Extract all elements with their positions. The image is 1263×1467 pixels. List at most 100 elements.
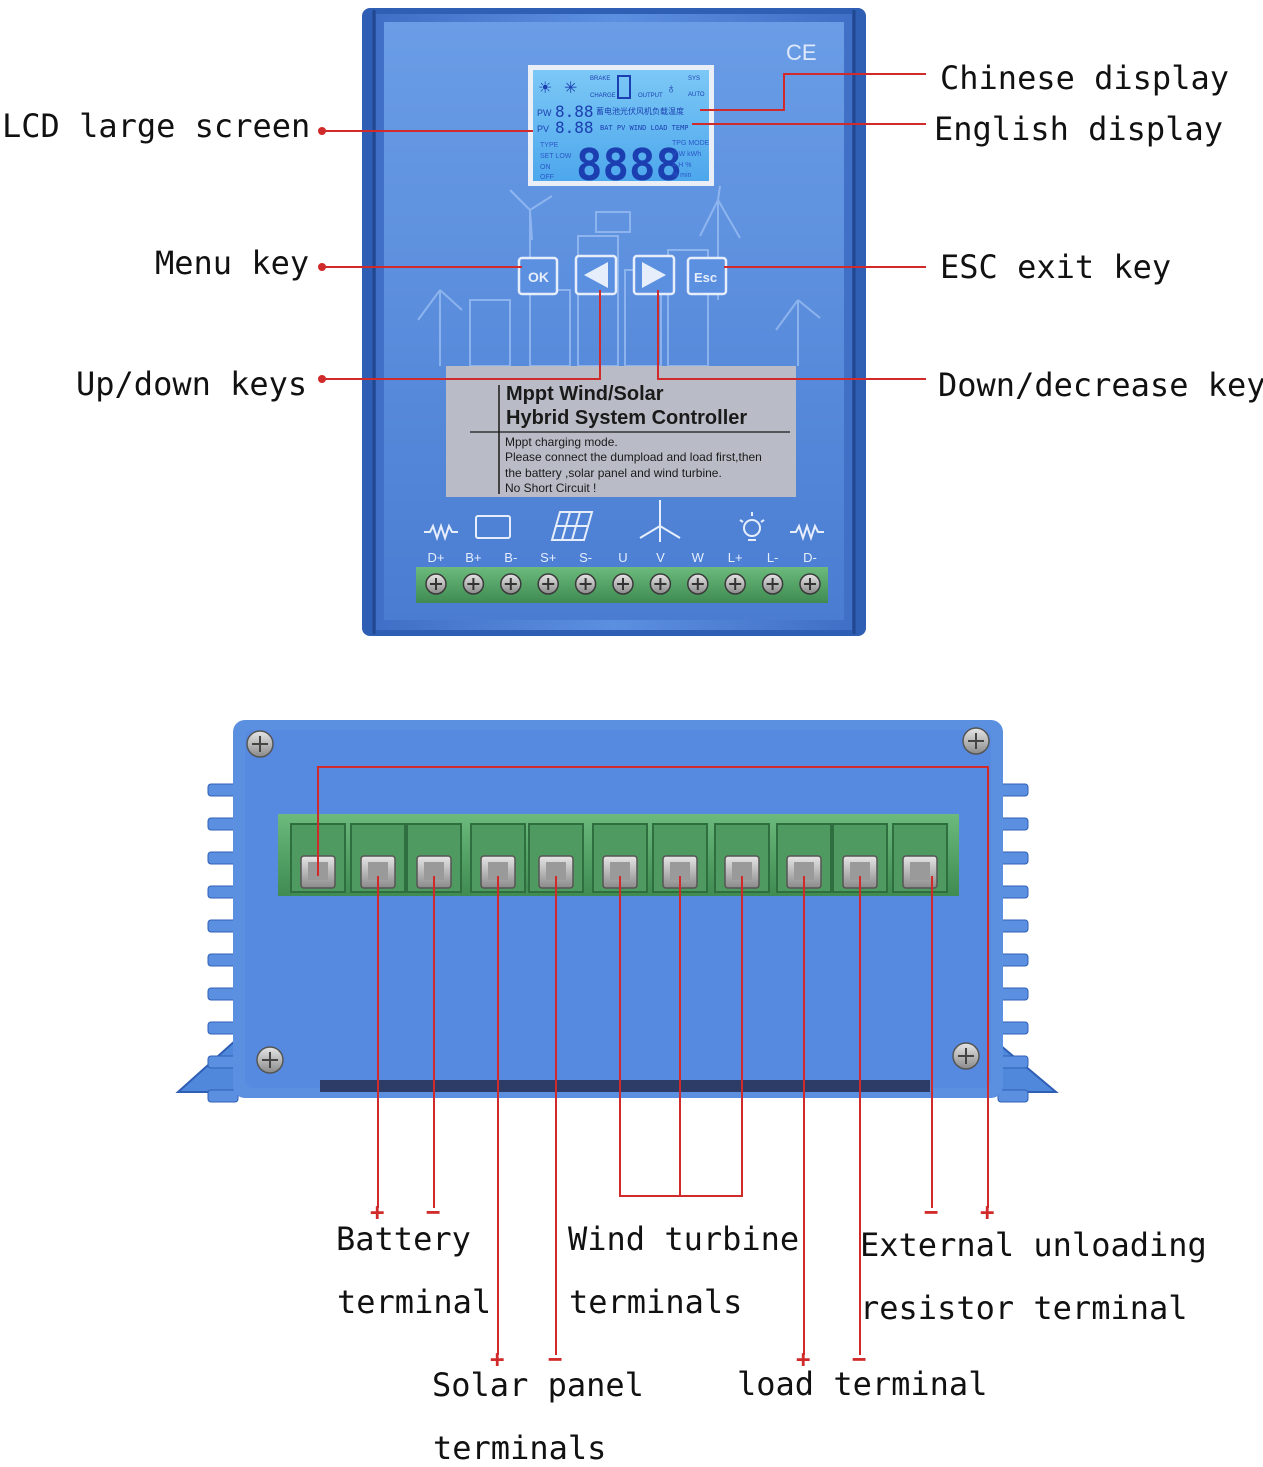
terminal-label-0: D+	[428, 550, 445, 565]
wind-turbine-icon	[639, 500, 681, 542]
sign-load-plus: +	[796, 1345, 810, 1373]
sign-solar-minus: −	[548, 1345, 562, 1373]
lcd-big-digits: 8888	[576, 140, 682, 191]
lcd-side-left-2: ON	[540, 164, 551, 171]
left-key[interactable]	[574, 254, 618, 296]
left-triangle-icon	[584, 262, 608, 288]
label-down-decrease-key: Down/decrease key	[938, 366, 1263, 404]
lcd-label-brake: BRAKE	[590, 76, 610, 82]
terminal-screw-6	[649, 573, 672, 595]
lcd-chinese-row: 蓄电池光伏风机负载温度	[596, 106, 684, 116]
lcd-battery-icon	[617, 75, 631, 99]
ce-mark: CE	[786, 40, 817, 65]
terminal-screw-1	[462, 573, 485, 595]
right-triangle-icon	[642, 262, 666, 288]
side-slot-10	[892, 823, 948, 893]
terminal-screw-0	[425, 573, 447, 595]
side-slot-4	[528, 823, 584, 893]
nameplate-line-2: Please connect the dumpload and load fir…	[505, 450, 762, 464]
lcd-screen: ☀ ✳ BRAKE CHARGE OUTPUT ♁ SYS AUTO PW 8.…	[528, 65, 714, 191]
lcd-bulb-icon: ♁	[666, 80, 677, 96]
controller-front: CE ☀ ✳	[362, 8, 866, 636]
terminal-label-10: D-	[803, 550, 817, 565]
ok-key-label: OK	[528, 269, 549, 285]
sign-ext-plus: +	[980, 1198, 994, 1226]
sign-battery-minus: −	[426, 1198, 440, 1226]
nameplate-title-2: Hybrid System Controller	[506, 407, 747, 429]
terminal-label-6: V	[656, 550, 665, 565]
label-load-terminal: load terminal	[737, 1365, 987, 1403]
corner-screw-tl	[246, 730, 274, 758]
nameplate-line-4: No Short Circuit !	[505, 481, 596, 495]
terminal-label-5: U	[618, 550, 627, 565]
label-solar-2: terminals	[433, 1429, 606, 1467]
fin-right-9	[997, 1089, 1029, 1103]
terminal-screw-4	[574, 573, 597, 595]
sign-solar-plus: +	[490, 1345, 504, 1373]
terminal-screw-10	[799, 573, 821, 595]
corner-screw-bl	[256, 1046, 284, 1074]
label-lcd-large-screen: LCD large screen	[2, 107, 310, 145]
controller-side	[175, 720, 1059, 1103]
lcd-pv-digits: 8.88	[555, 118, 594, 137]
fin-left-9	[207, 1089, 239, 1103]
polarity-signs: + − − + + − + −	[370, 1198, 994, 1373]
terminal-label-8: L+	[728, 550, 743, 565]
terminal-label-1: B+	[465, 550, 481, 565]
leader-down	[657, 290, 926, 380]
label-external-2: resistor terminal	[860, 1289, 1188, 1327]
lcd-fan-icon: ✳	[564, 80, 577, 97]
terminal-screw-3	[537, 573, 559, 595]
label-menu-key: Menu key	[155, 244, 309, 282]
label-external-1: External unloading	[860, 1226, 1207, 1264]
callout-labels: LCD large screen Menu key Up/down keys C…	[2, 59, 1263, 404]
terminal-screw-2	[500, 573, 522, 595]
lcd-pw-label: PW	[537, 108, 552, 118]
leader-updown	[322, 290, 601, 380]
sign-load-minus: −	[852, 1345, 866, 1373]
bottom-labels: Battery terminal Wind turbine terminals …	[336, 1220, 1207, 1467]
terminal-screw-8	[724, 573, 746, 595]
battery-icon	[475, 515, 511, 539]
right-key[interactable]	[632, 254, 676, 296]
terminal-screw-7	[687, 573, 709, 595]
lcd-label-auto: AUTO	[688, 92, 705, 98]
leader-lines	[317, 73, 989, 1355]
terminal-icons	[424, 500, 824, 542]
ok-key[interactable]: OK	[517, 256, 559, 296]
lcd-pv-label: PV	[537, 124, 549, 134]
label-esc-exit-key: ESC exit key	[940, 248, 1171, 286]
sign-ext-minus: −	[924, 1198, 938, 1226]
lcd-label-output: OUTPUT	[638, 93, 663, 99]
sign-battery-plus: +	[370, 1198, 384, 1226]
lcd-side-left-0: TYPE	[540, 142, 559, 149]
lcd-side-left-3: OFF	[540, 174, 554, 181]
label-wind-1: Wind turbine	[568, 1220, 799, 1258]
terminal-label-7: W	[692, 550, 705, 565]
solar-panel-icon	[550, 511, 594, 541]
label-chinese-display: Chinese display	[940, 59, 1229, 97]
lamp-icon	[739, 512, 765, 541]
lcd-pw-digits: 8.88	[555, 102, 594, 121]
nameplate-line-3: the battery ,solar panel and wind turbin…	[505, 466, 722, 480]
terminal-screws	[425, 573, 821, 595]
leader-ext-plus	[317, 766, 989, 1208]
terminal-label-4: S-	[579, 550, 592, 565]
lcd-english-row: BAT PV WIND LOAD TEMP	[600, 124, 689, 132]
lcd-side-left-1: SET LOW	[540, 153, 572, 160]
terminal-label-3: S+	[540, 550, 556, 565]
nameplate-line-1: Mppt charging mode.	[505, 435, 618, 449]
leader-dots	[318, 127, 326, 383]
label-english-display: English display	[934, 110, 1223, 148]
esc-key[interactable]: Esc	[686, 256, 728, 296]
terminal-screw-9	[761, 573, 784, 595]
terminal-screw-5	[612, 573, 634, 595]
label-battery-2: terminal	[337, 1283, 491, 1321]
lcd-sun-icon: ☀	[538, 80, 552, 97]
side-terminal-slots	[290, 823, 948, 893]
corner-screw-br	[952, 1042, 980, 1070]
lcd-side-right-3: % min	[672, 172, 692, 179]
lcd-label-sys: SYS	[688, 76, 700, 82]
